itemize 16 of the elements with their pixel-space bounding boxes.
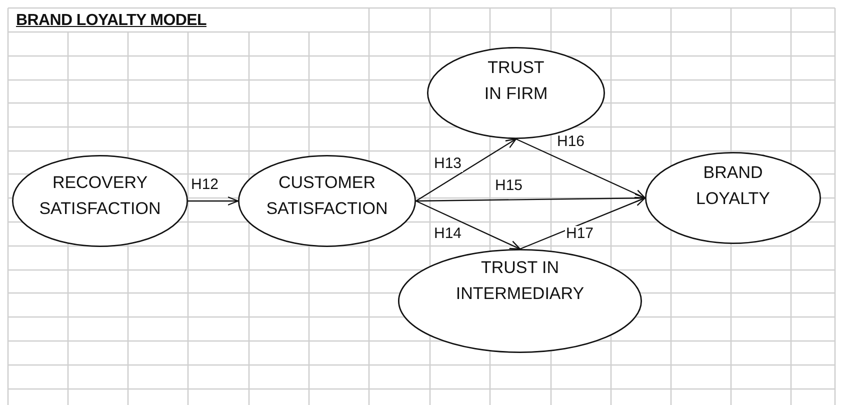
edge-label: H13: [433, 156, 463, 172]
arrow: [188, 196, 239, 206]
node-label: BRAND LOYALTY: [694, 162, 771, 210]
diagram-title: BRAND LOYALTY MODEL: [16, 12, 206, 30]
node-label: RECOVERY SATISFACTION: [38, 172, 162, 220]
arrow: [416, 200, 521, 250]
ellipse-node: [398, 249, 642, 353]
node-label: TRUST IN FIRM: [483, 57, 549, 105]
arrow: [520, 197, 646, 250]
arrow: [416, 138, 517, 202]
ellipse-node: [238, 155, 416, 247]
arrow: [516, 138, 646, 199]
ellipse-node: [12, 155, 188, 247]
node-label: CUSTOMER SATISFACTION: [265, 172, 389, 220]
ellipse-node: [645, 152, 821, 244]
node-label: TRUST IN INTERMEDIARY: [454, 257, 586, 305]
